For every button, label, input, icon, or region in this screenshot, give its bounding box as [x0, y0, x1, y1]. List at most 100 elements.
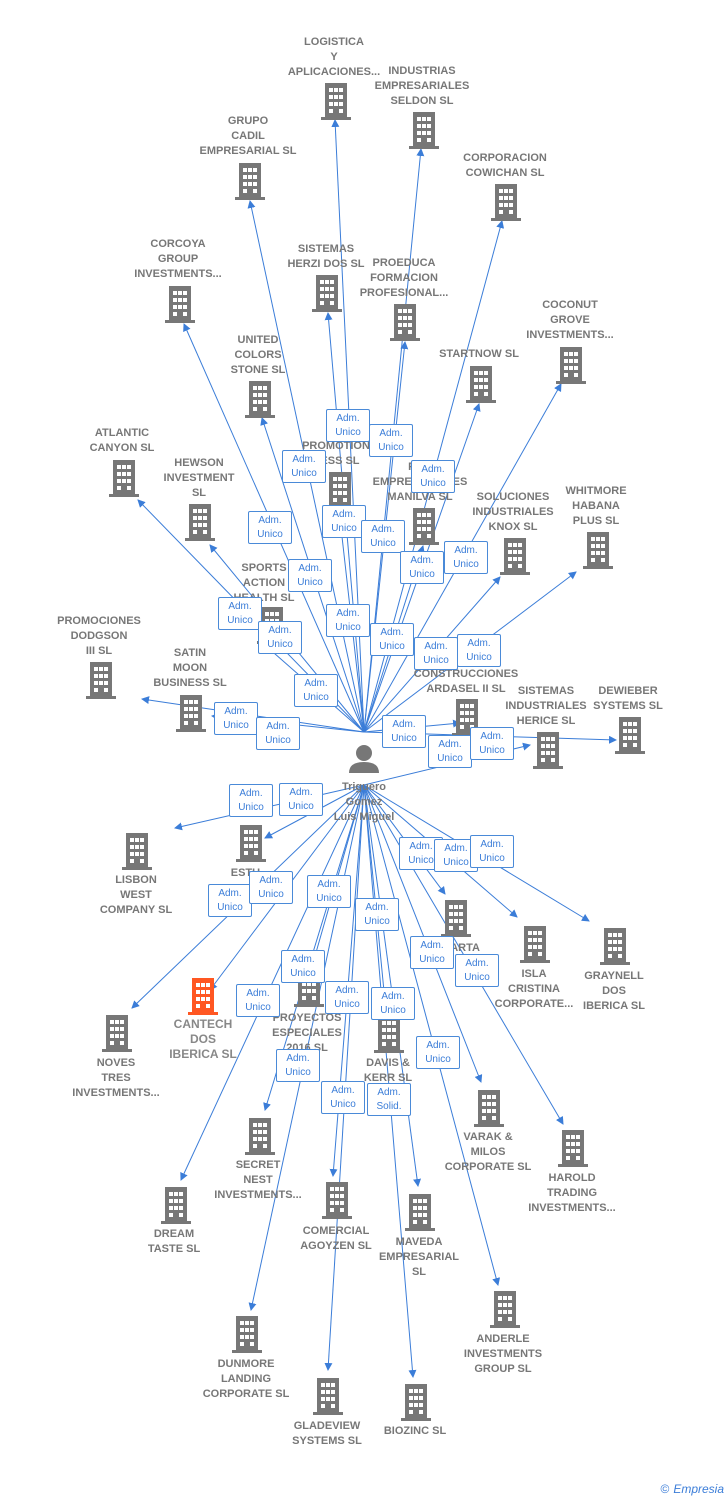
building-icon-maveda[interactable]: [405, 1194, 435, 1231]
role-badge[interactable]: Adm.Unico: [236, 984, 280, 1017]
building-icon-varak-milos[interactable]: [474, 1090, 504, 1127]
role-badge[interactable]: Adm.Unico: [371, 987, 415, 1020]
role-badge[interactable]: Adm.Unico: [288, 559, 332, 592]
role-badge[interactable]: Adm.Unico: [326, 409, 370, 442]
building-icon-estudios[interactable]: [236, 825, 266, 862]
building-icon-corcoya[interactable]: [165, 286, 195, 323]
building-icon-lisbon-west[interactable]: [122, 833, 152, 870]
building-icon-atlantic-canyon[interactable]: [109, 460, 139, 497]
role-badge[interactable]: Adm.Unico: [248, 511, 292, 544]
role-badge[interactable]: Adm.Unico: [258, 621, 302, 654]
center-person-name[interactable]: Triguero Gomez Luis Miguel: [333, 781, 395, 823]
building-icon-soluciones-knox[interactable]: [500, 538, 530, 575]
building-icon-davis-kerr[interactable]: [374, 1016, 404, 1053]
role-badge[interactable]: Adm.Unico: [214, 702, 258, 735]
role-badge[interactable]: Adm.Unico: [470, 727, 514, 760]
role-badge[interactable]: Adm.Unico: [325, 981, 369, 1014]
building-icon-proeduca[interactable]: [390, 304, 420, 341]
role-badge[interactable]: Adm.Unico: [470, 835, 514, 868]
role-badge[interactable]: Adm.Unico: [428, 735, 472, 768]
role-badge[interactable]: Adm.Unico: [321, 1081, 365, 1114]
role-badge[interactable]: Adm.Unico: [400, 551, 444, 584]
role-badge[interactable]: Adm.Unico: [382, 715, 426, 748]
building-icon-coconut-grove[interactable]: [556, 347, 586, 384]
building-icon-gladeview[interactable]: [313, 1378, 343, 1415]
role-badge[interactable]: Adm.Unico: [326, 604, 370, 637]
role-badge[interactable]: Adm.Unico: [294, 674, 338, 707]
building-icon-grupo-cadil[interactable]: [235, 163, 265, 200]
role-badge[interactable]: Adm.Unico: [307, 875, 351, 908]
role-badge[interactable]: Adm.Unico: [282, 450, 326, 483]
building-icon-isla-cristina[interactable]: [520, 926, 550, 963]
company-label-biozinc[interactable]: BIOZINC SL: [384, 1424, 446, 1439]
role-badge[interactable]: Adm.Unico: [279, 783, 323, 816]
building-icon-anderle[interactable]: [490, 1291, 520, 1328]
building-icon-cantech[interactable]: [188, 978, 218, 1015]
role-badge[interactable]: Adm.Unico: [276, 1049, 320, 1082]
building-icon-dream-taste[interactable]: [161, 1187, 191, 1224]
company-label-startnow[interactable]: STARTNOW SL: [439, 347, 519, 362]
building-icon-graynell[interactable]: [600, 928, 630, 965]
building-icon-dewieber[interactable]: [615, 717, 645, 754]
role-badge[interactable]: Adm.Unico: [208, 884, 252, 917]
company-label-davis-kerr[interactable]: DAVIS &KERR SL: [364, 1056, 412, 1086]
role-badge[interactable]: Adm.Unico: [411, 460, 455, 493]
role-badge[interactable]: Adm.Unico: [414, 637, 458, 670]
role-badge[interactable]: Adm.Unico: [444, 541, 488, 574]
role-badge[interactable]: Adm.Unico: [361, 520, 405, 553]
building-icon-comercial-agoyzen[interactable]: [322, 1182, 352, 1219]
building-icon-noves-tres[interactable]: [102, 1015, 132, 1052]
role-badge[interactable]: Adm.Unico: [410, 936, 454, 969]
building-icon-po-promotion[interactable]: [325, 472, 355, 509]
brand-credit[interactable]: ©Empresia: [660, 1482, 724, 1496]
role-badge[interactable]: Adm.Unico: [256, 717, 300, 750]
role-badge[interactable]: Adm.Unico: [249, 871, 293, 904]
role-badge[interactable]: Adm.Unico: [229, 784, 273, 817]
building-icon-promociones-dodgson[interactable]: [86, 662, 116, 699]
building-icon-sistemas-herice[interactable]: [533, 732, 563, 769]
role-badge[interactable]: Adm.Unico: [322, 505, 366, 538]
role-badge[interactable]: Adm.Unico: [369, 424, 413, 457]
building-icon-pro-empresariales[interactable]: [409, 508, 439, 545]
building-icon-sistemas-herzi[interactable]: [312, 275, 342, 312]
role-badge[interactable]: Adm.Unico: [457, 634, 501, 667]
role-badge[interactable]: Adm.Unico: [455, 954, 499, 987]
role-badge[interactable]: Adm.Unico: [416, 1036, 460, 1069]
building-icon-harold-trading[interactable]: [558, 1130, 588, 1167]
role-badge[interactable]: Adm.Unico: [370, 623, 414, 656]
building-icon-hewson[interactable]: [185, 504, 215, 541]
building-icon-satin-moon[interactable]: [176, 695, 206, 732]
building-icon-corporacion-cowichan[interactable]: [491, 184, 521, 221]
building-icon-logistica[interactable]: [321, 83, 351, 120]
role-badge[interactable]: Adm.Unico: [355, 898, 399, 931]
building-icon-whitmore[interactable]: [583, 532, 613, 569]
